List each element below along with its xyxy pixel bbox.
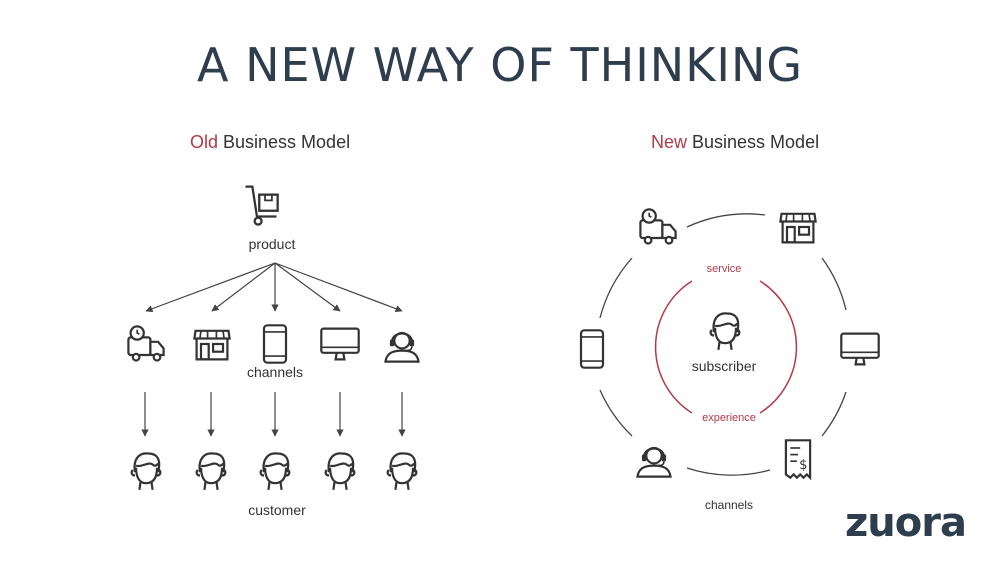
- customer-person-icon-3: [259, 452, 291, 491]
- subscriber-person-icon: [709, 312, 741, 351]
- store-icon: [779, 212, 817, 244]
- tablet-icon: [262, 324, 288, 364]
- customer-person-icon-1: [130, 452, 162, 491]
- arrow-to-agent: [274, 262, 403, 313]
- customer-person-icon-4: [324, 452, 356, 491]
- old-model-heading: Old Business Model: [190, 132, 350, 153]
- new-model-accent: New: [651, 132, 688, 152]
- channel-arrows: [141, 392, 406, 437]
- product-label: product: [248, 236, 296, 252]
- old-model-accent: Old: [190, 132, 219, 152]
- customer-label: customer: [248, 502, 306, 518]
- headset-agent-icon: [636, 446, 672, 478]
- service-label: service: [706, 263, 742, 275]
- outer-ring: [599, 213, 847, 476]
- old-model-heading-rest: Business Model: [218, 132, 351, 152]
- subscriber-label: subscriber: [691, 358, 757, 374]
- experience-label: experience: [702, 412, 756, 424]
- inner-ring: [654, 280, 798, 414]
- receipt-icon: [784, 439, 812, 479]
- tablet-icon: [579, 329, 605, 369]
- product-arrows: [145, 262, 403, 313]
- arrow-to-store: [211, 262, 276, 312]
- page-title: A NEW WAY OF THINKING: [197, 38, 803, 92]
- arrow-to-truck: [145, 262, 276, 313]
- headset-agent-icon: [384, 331, 420, 363]
- customer-person-icon-5: [386, 452, 418, 491]
- cart-icon: [244, 185, 279, 226]
- customer-person-icon-2: [195, 452, 227, 491]
- new-model-heading-rest: Business Model: [687, 132, 820, 152]
- old-channels-label: channels: [246, 364, 304, 380]
- zuora-logo: zuora: [845, 500, 967, 546]
- new-channels-label: channels: [704, 498, 754, 512]
- truck-icon: [639, 208, 677, 245]
- monitor-icon: [840, 332, 880, 366]
- store-icon: [193, 329, 231, 361]
- monitor-icon: [320, 327, 360, 361]
- new-model-heading: New Business Model: [651, 132, 819, 153]
- arrow-to-monitor: [274, 262, 341, 312]
- truck-icon: [127, 325, 165, 362]
